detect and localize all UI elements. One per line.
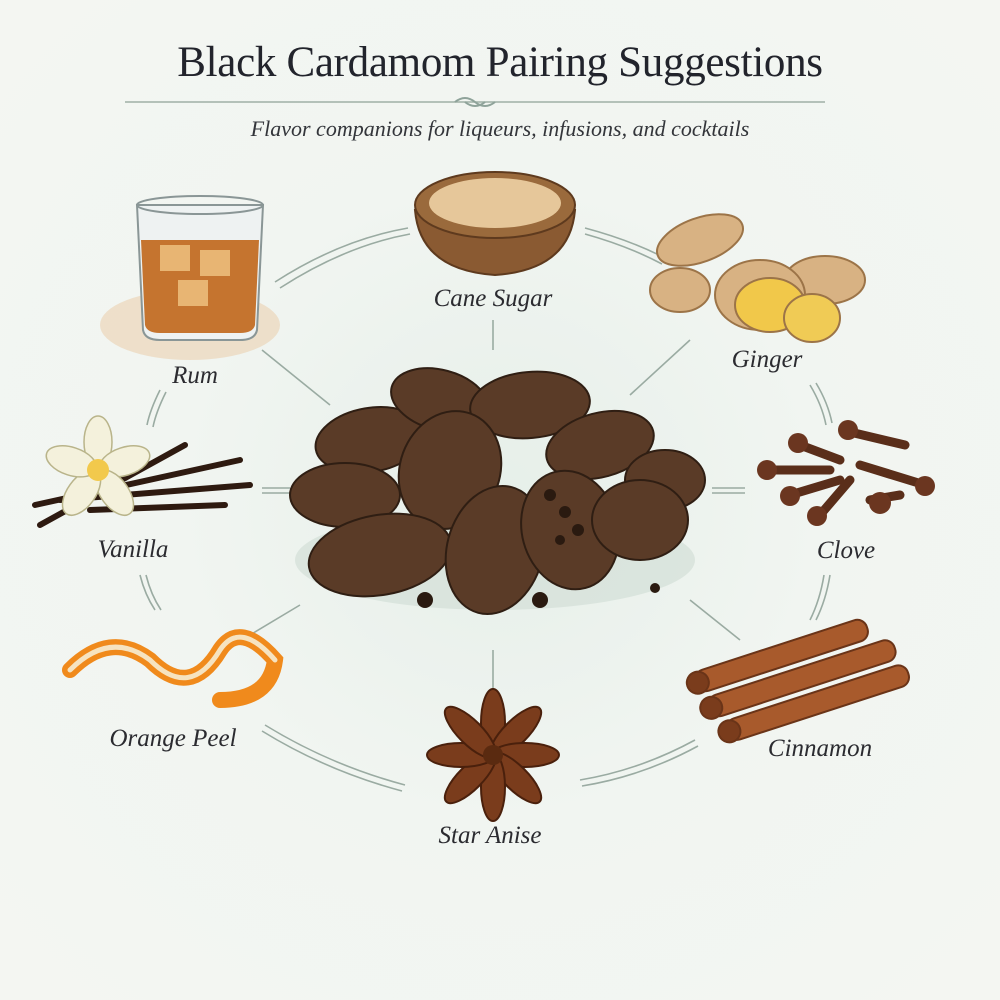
vanilla-flower-icon	[32, 415, 253, 528]
connector-lines	[139, 227, 833, 792]
pairing-label-clove: Clove	[816, 537, 876, 564]
pairing-label-orange-peel: Orange Peel	[109, 725, 237, 752]
pairing-label-rum: Rum	[172, 362, 218, 389]
page-subtitle: Flavor companions for liqueurs, infusion…	[250, 116, 750, 141]
sugar-bowl-icon	[413, 171, 577, 277]
title-divider	[125, 97, 825, 107]
pairing-label-vanilla: Vanilla	[97, 536, 169, 563]
star-anise-icon	[426, 688, 560, 822]
pairing-label-star-anise: Star Anise	[438, 822, 542, 849]
pairing-label-ginger: Ginger	[731, 346, 803, 373]
ginger-root-icon	[649, 213, 866, 343]
pairing-label-cane-sugar: Cane Sugar	[433, 285, 553, 312]
cinnamon-stick-icon	[685, 618, 911, 744]
rum-glass-icon	[100, 195, 280, 360]
black-cardamom-pods-icon	[289, 367, 706, 616]
orange-peel-icon	[62, 629, 284, 708]
page-title: Black Cardamom Pairing Suggestions	[177, 39, 823, 86]
pairing-label-cinnamon: Cinnamon	[767, 735, 873, 762]
clove-icon	[757, 420, 935, 526]
